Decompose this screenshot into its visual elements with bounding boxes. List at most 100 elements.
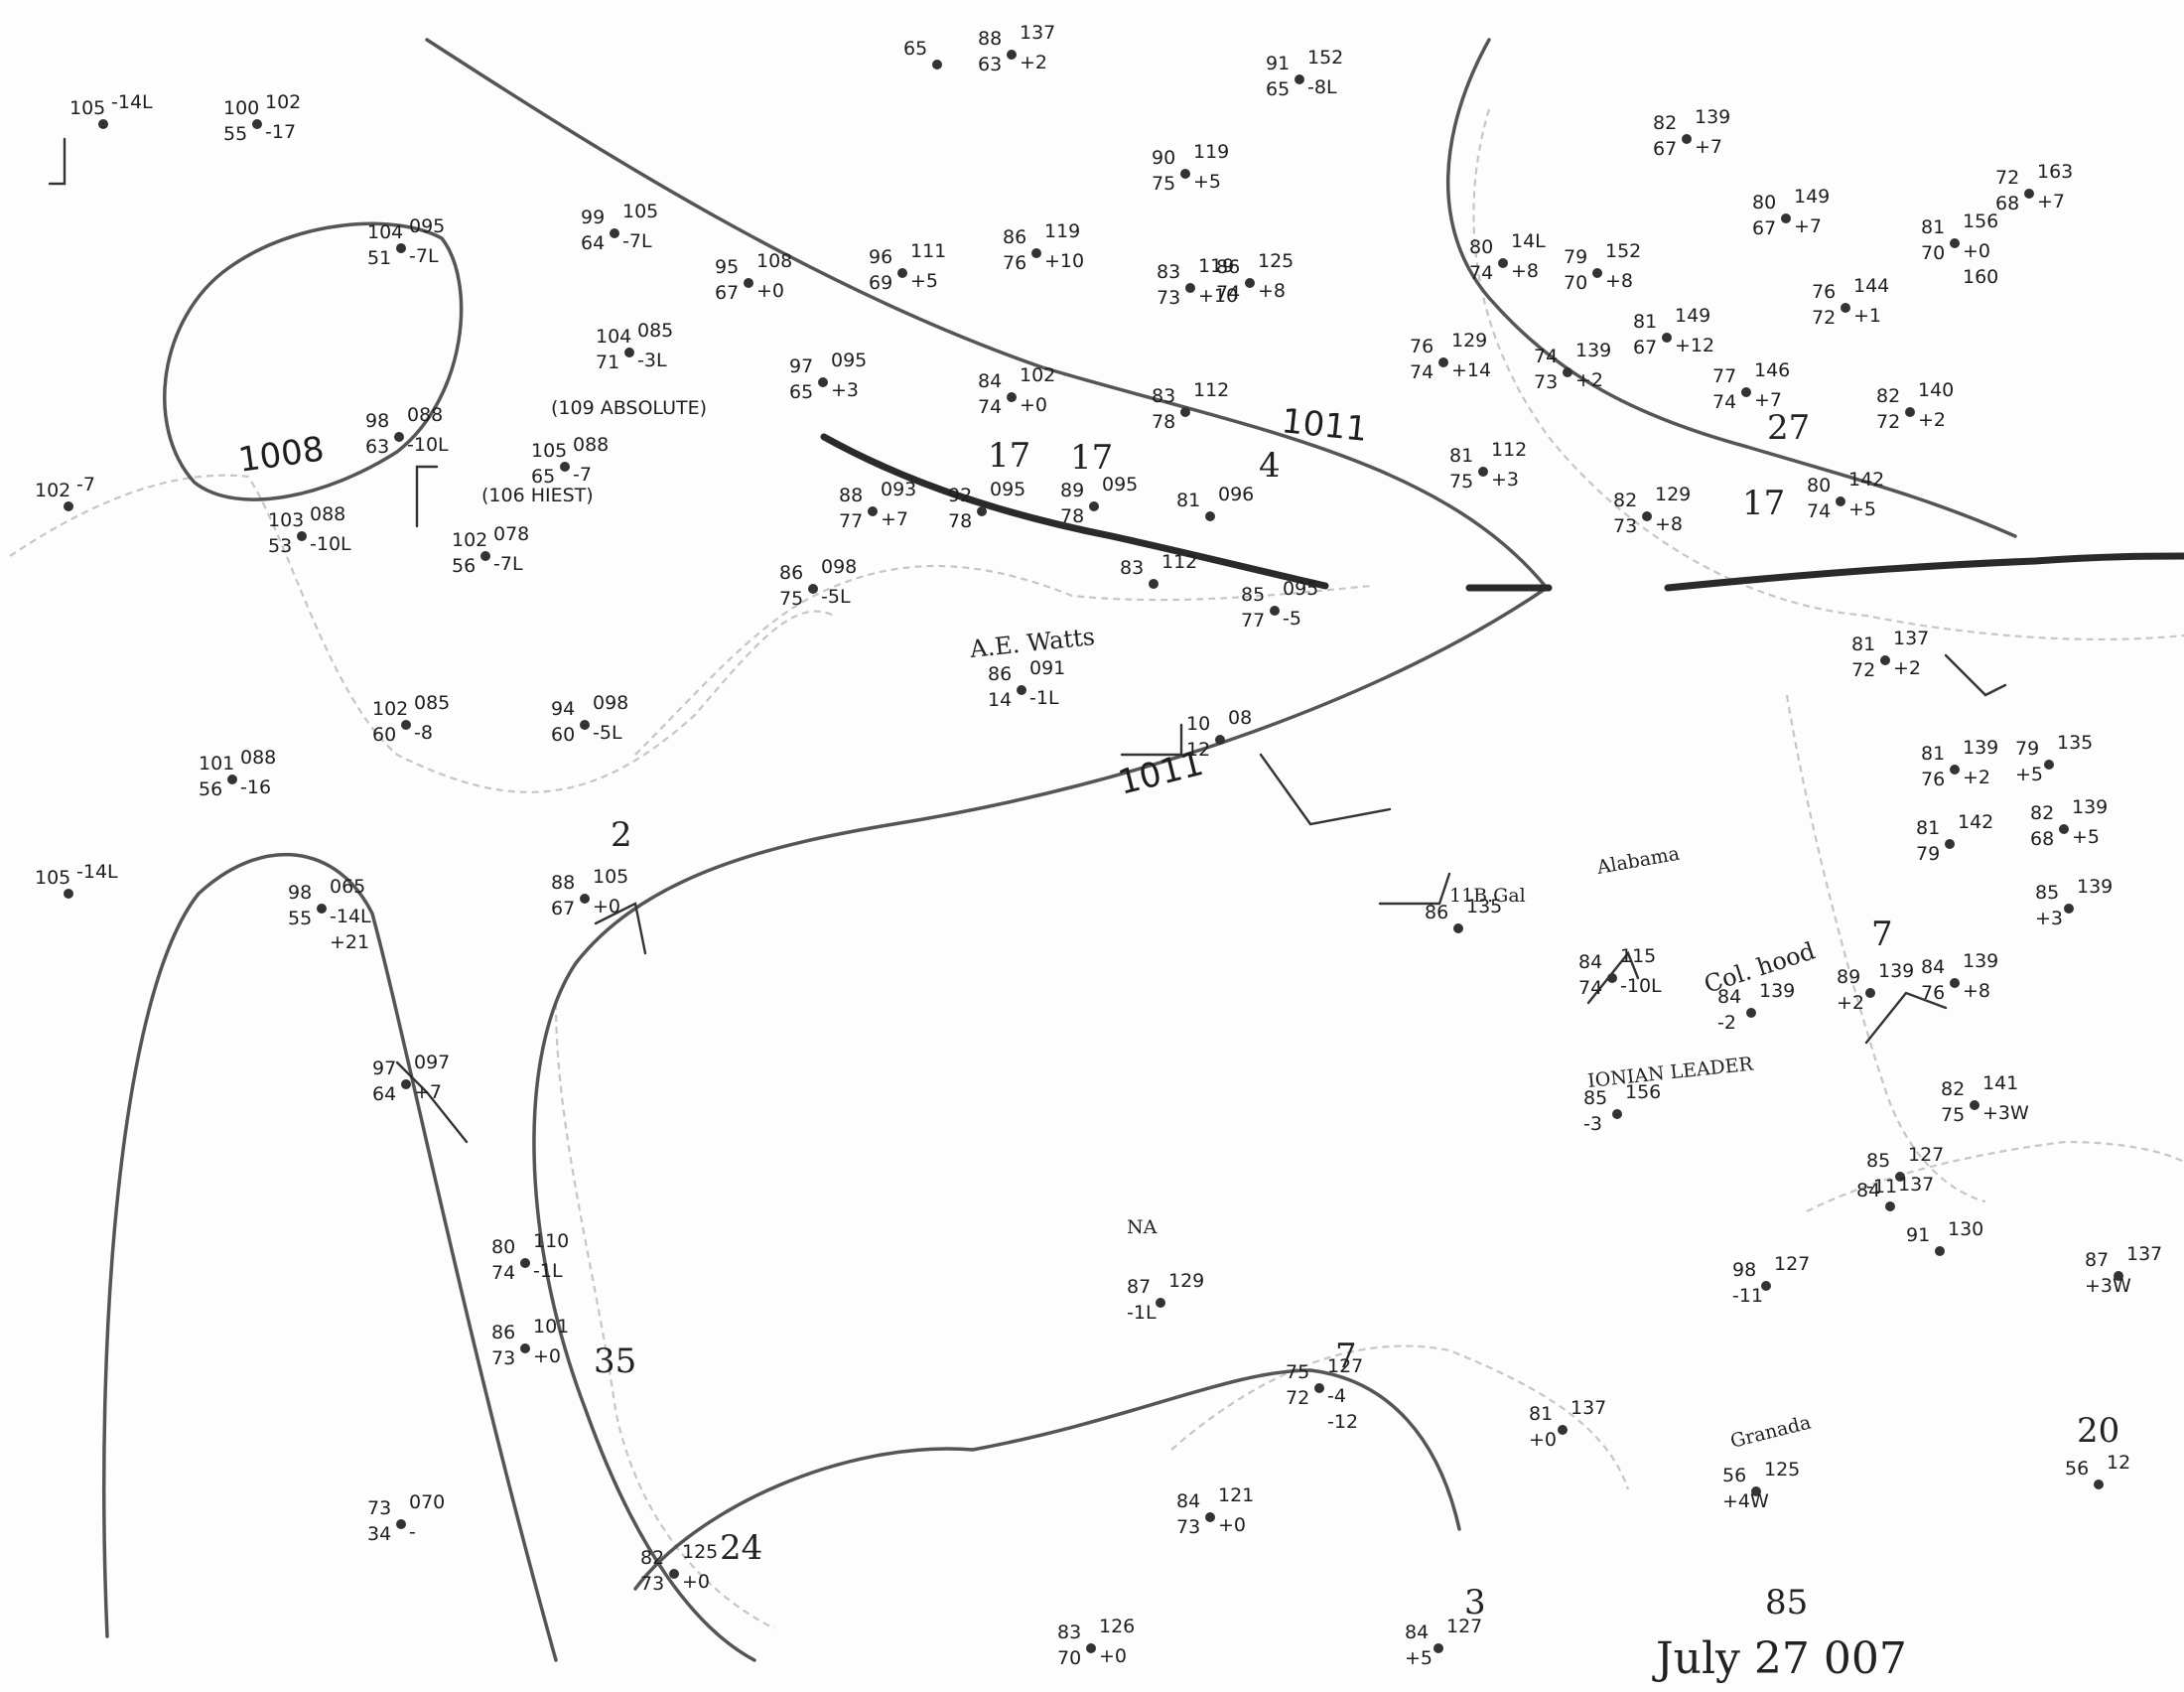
station-value: 105	[531, 440, 567, 462]
station-value: -7L	[622, 230, 652, 252]
isobar-northeast	[1446, 38, 2017, 538]
station-value: 10	[1186, 713, 1210, 735]
station-value: 83	[1157, 261, 1180, 283]
station-value: 82	[1941, 1078, 1965, 1100]
station-value: 86	[491, 1322, 515, 1343]
station-dot	[227, 775, 237, 784]
station-value: 130	[1948, 1218, 1983, 1240]
station-dot	[1607, 973, 1617, 983]
station-value: 67	[715, 282, 739, 304]
station-value: 81	[1633, 311, 1657, 333]
station-value: 137	[2126, 1243, 2162, 1265]
station-value: 97	[372, 1058, 396, 1079]
station-value: +10	[1198, 285, 1238, 307]
station-value: 86	[779, 562, 803, 584]
station-value: 84	[1578, 951, 1602, 973]
station-value: 75	[1286, 1361, 1309, 1383]
station-value: 08	[1228, 707, 1252, 729]
station-dot	[1642, 511, 1652, 521]
station-value: 160	[1963, 266, 1998, 288]
coastline-gulf-north	[634, 565, 1371, 756]
station-value: 85	[1241, 584, 1265, 606]
station-dot	[1007, 392, 1017, 402]
station-value: +8	[1511, 260, 1539, 282]
station-value: 84	[1717, 986, 1741, 1008]
station-dot	[1498, 258, 1508, 268]
station-value: +12	[1675, 335, 1714, 356]
big-numbers: 17 17 4 27 17 35 7 24 3 20 2 7	[594, 408, 2119, 1622]
station-value: -8	[414, 722, 433, 744]
station-dots	[64, 50, 2123, 1653]
station-value: -14L	[111, 91, 153, 113]
station-dot	[868, 506, 878, 516]
station-value: 81	[1176, 490, 1200, 511]
station-value: +5	[1193, 171, 1221, 193]
station-value: 103	[268, 509, 304, 531]
station-value: 088	[310, 503, 345, 525]
stationary-front	[820, 433, 2184, 592]
station-value: 75	[1449, 471, 1473, 493]
station-dot	[1895, 1172, 1905, 1182]
station-dot	[252, 119, 262, 129]
station-dot	[1438, 357, 1448, 367]
station-value: -11	[1866, 1176, 1897, 1198]
station-value: 74	[978, 396, 1002, 418]
station-dot	[1433, 1643, 1443, 1653]
station-value: 70	[1564, 272, 1587, 294]
station-value: 095	[1102, 474, 1138, 495]
coastline-gulf-east	[1472, 108, 2184, 641]
station-value: 67	[551, 898, 575, 919]
station-dot	[580, 720, 590, 730]
wind-barb	[48, 137, 67, 186]
station-dot	[520, 1258, 530, 1268]
ship-name-granada: Granada	[1728, 1412, 1814, 1453]
station-value: +21	[330, 931, 369, 953]
annotation-absolute: (109 ABSOLUTE)	[551, 397, 707, 419]
station-value: 088	[240, 747, 276, 769]
station-value: 60	[551, 724, 575, 746]
wind-barb	[1378, 872, 1451, 906]
station-value: 56	[1722, 1465, 1746, 1486]
station-value: -5L	[821, 586, 851, 608]
station-value: 102	[35, 480, 70, 501]
station-value: 112	[1491, 439, 1527, 461]
station-value: +8	[1655, 513, 1683, 535]
station-value: 125	[682, 1541, 718, 1563]
station-value: +4W	[1722, 1490, 1769, 1512]
station-value: 56	[199, 778, 222, 800]
station-dot	[1205, 511, 1215, 521]
station-value: 76	[1410, 336, 1433, 357]
station-dot	[1185, 283, 1195, 293]
station-value: 81	[1921, 216, 1945, 238]
station-dot	[1215, 735, 1225, 745]
station-value: 83	[1152, 385, 1175, 407]
big-number: 35	[594, 1341, 636, 1381]
station-value: 163	[2037, 161, 2073, 183]
station-plot: 105-14L	[35, 861, 118, 889]
station-value: 127	[1908, 1144, 1944, 1166]
station-dot	[520, 1343, 530, 1353]
station-value: 82	[640, 1547, 664, 1569]
station-dot	[1314, 1383, 1324, 1393]
station-value: +2	[1918, 409, 1946, 431]
station-value: 73	[640, 1573, 664, 1595]
station-value: 74	[1807, 500, 1831, 522]
station-value: 80	[1752, 192, 1776, 213]
station-value: -4	[1327, 1385, 1346, 1407]
